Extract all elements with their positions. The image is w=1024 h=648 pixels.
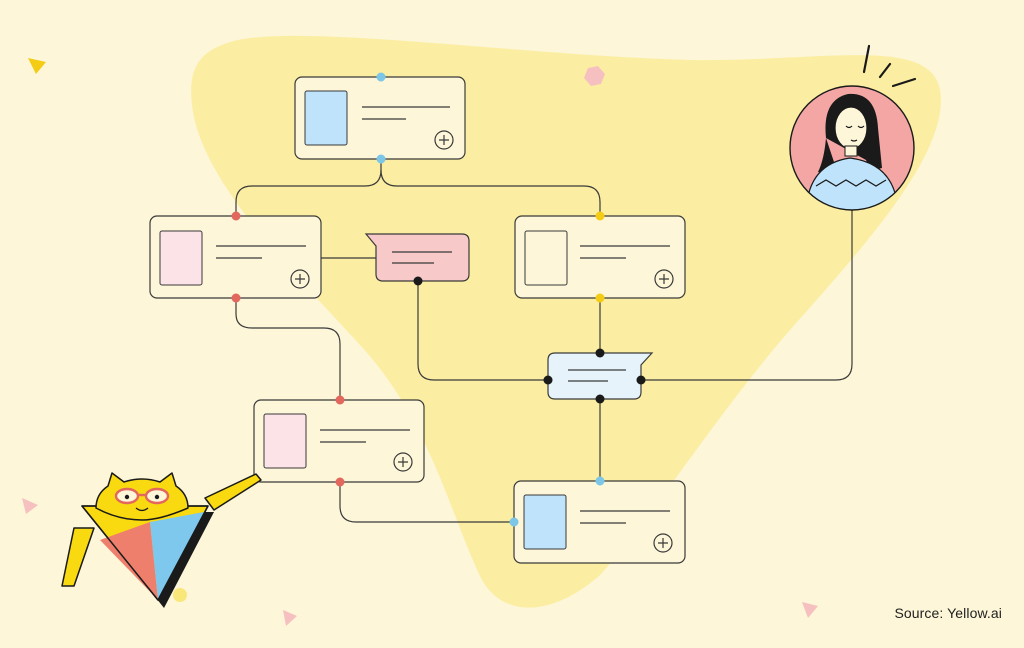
user-avatar bbox=[789, 44, 917, 211]
edge-left-mid bbox=[235, 298, 341, 400]
add-icon[interactable] bbox=[290, 269, 310, 289]
mascot-body-blue bbox=[150, 512, 204, 600]
right-card[interactable] bbox=[514, 215, 686, 299]
mid-card[interactable] bbox=[253, 399, 425, 483]
confetti-hexagon bbox=[584, 66, 605, 86]
surprise-lines-icon bbox=[862, 44, 917, 88]
pink-bubble[interactable] bbox=[364, 233, 470, 282]
port-dot bbox=[636, 375, 646, 385]
add-icon[interactable] bbox=[393, 452, 413, 472]
port-dot bbox=[595, 394, 605, 404]
card-thumbnail bbox=[263, 413, 307, 469]
port-dot bbox=[376, 154, 386, 164]
port-dot bbox=[335, 395, 345, 405]
card-thumbnail bbox=[524, 230, 568, 286]
add-icon[interactable] bbox=[434, 130, 454, 150]
bot-mascot bbox=[61, 472, 262, 608]
confetti-triangle bbox=[283, 610, 297, 626]
edge-bubble-blue bbox=[417, 281, 548, 381]
port-dot bbox=[335, 477, 345, 487]
port-dot bbox=[231, 211, 241, 221]
edge-top-right bbox=[380, 169, 601, 216]
connector-dots bbox=[231, 72, 646, 527]
mascot-head bbox=[95, 472, 189, 521]
mascot-body-red bbox=[100, 522, 158, 600]
port-dot bbox=[595, 211, 605, 221]
edge-mid-bottom bbox=[339, 482, 514, 523]
port-dot bbox=[543, 375, 553, 385]
bottom-card[interactable] bbox=[513, 480, 686, 564]
confetti-triangle bbox=[802, 602, 818, 618]
port-dot bbox=[231, 293, 241, 303]
card-thumbnail bbox=[523, 494, 567, 550]
port-dot bbox=[595, 293, 605, 303]
add-icon[interactable] bbox=[654, 269, 674, 289]
left-card[interactable] bbox=[149, 215, 322, 299]
mascot-right-arm bbox=[204, 473, 262, 511]
confetti-dot bbox=[173, 588, 187, 602]
confetti-triangle bbox=[22, 498, 38, 514]
port-dot bbox=[509, 517, 519, 527]
add-icon[interactable] bbox=[653, 533, 673, 553]
edge-avatar-blue bbox=[641, 210, 853, 381]
port-dot bbox=[376, 72, 386, 82]
blue-bubble[interactable] bbox=[547, 352, 654, 400]
confetti-triangle bbox=[28, 58, 46, 74]
port-dot bbox=[413, 276, 423, 286]
mascot-left-arm bbox=[61, 527, 95, 587]
edge-top-left bbox=[235, 159, 382, 216]
card-thumbnail bbox=[159, 230, 203, 286]
top-card[interactable] bbox=[294, 76, 466, 160]
connector-lines bbox=[235, 159, 853, 523]
port-dot bbox=[595, 348, 605, 358]
port-dot bbox=[595, 476, 605, 486]
card-thumbnail bbox=[304, 90, 348, 146]
source-caption: Source: Yellow.ai bbox=[894, 605, 1002, 621]
